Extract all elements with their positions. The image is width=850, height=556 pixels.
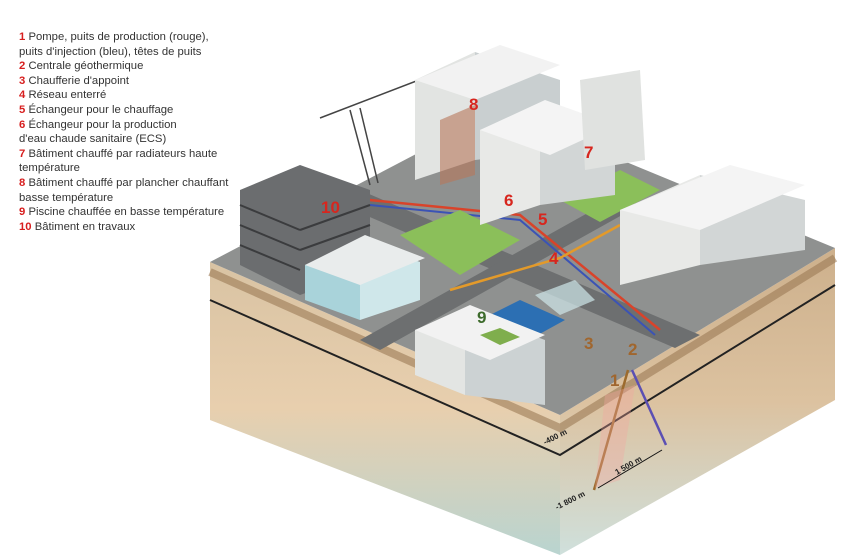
legend-num: 2 bbox=[19, 60, 26, 73]
distance-arrow bbox=[597, 449, 663, 489]
legend-text: Réseau enterré bbox=[28, 89, 107, 102]
legend: 1 Pompe, puits de production (rouge), pu… bbox=[19, 30, 228, 234]
well-zone bbox=[595, 385, 635, 488]
label-2: 2 bbox=[628, 340, 637, 359]
building-right bbox=[620, 165, 805, 285]
label-8: 8 bbox=[469, 95, 478, 114]
legend-item-10: 10 Bâtiment en travaux bbox=[19, 220, 228, 235]
legend-num: 6 bbox=[19, 118, 26, 131]
soil-layer bbox=[208, 254, 838, 433]
park bbox=[400, 210, 520, 275]
legend-text: Centrale géothermique bbox=[28, 60, 144, 73]
swimming-pool bbox=[480, 280, 595, 342]
legend-text: Pompe, puits de production (rouge), bbox=[28, 31, 209, 43]
legend-text: Échangeur pour le chauffage bbox=[28, 103, 174, 116]
label-6: 6 bbox=[504, 191, 513, 210]
rock-layer-line bbox=[209, 284, 836, 457]
label-3: 3 bbox=[584, 334, 593, 353]
legend-item-8-cont: basse température bbox=[19, 191, 114, 204]
glass-building bbox=[305, 235, 425, 320]
legend-item-7: 7 Bâtiment chauffé par radiateurs haute bbox=[19, 147, 228, 162]
legend-text: Bâtiment en travaux bbox=[34, 220, 136, 233]
production-well bbox=[592, 369, 630, 491]
legend-item-1: 1 Pompe, puits de production (rouge), bbox=[19, 30, 228, 45]
injection-well bbox=[630, 369, 668, 446]
legend-item-2: 2 Centrale géothermique bbox=[19, 59, 228, 74]
label-9: 9 bbox=[477, 308, 486, 327]
network-pipe-red bbox=[369, 198, 661, 331]
label-10: 10 bbox=[321, 198, 340, 217]
legend-item-8: 8 Bâtiment chauffé par plancher chauffan… bbox=[19, 176, 228, 191]
legend-text: Échangeur pour la production bbox=[28, 118, 177, 131]
legend-num: 3 bbox=[19, 74, 26, 87]
label-4: 4 bbox=[549, 249, 559, 268]
label-5: 5 bbox=[538, 210, 547, 229]
ground-right-face bbox=[560, 248, 835, 555]
network-pipe-orange bbox=[449, 223, 621, 292]
label-7: 7 bbox=[584, 143, 593, 162]
road-ns bbox=[360, 195, 640, 350]
legend-num: 7 bbox=[19, 147, 26, 160]
legend-item-6-cont: d'eau chaude sanitaire (ECS) bbox=[19, 133, 167, 146]
legend-num: 4 bbox=[19, 89, 26, 102]
legend-num: 1 bbox=[19, 31, 26, 43]
legend-num: 8 bbox=[19, 176, 26, 189]
legend-num: 10 bbox=[19, 220, 32, 233]
legend-item-1-cont: puits d'injection (bleu), têtes de puits bbox=[19, 45, 202, 58]
legend-item-3: 3 Chaufferie d'appoint bbox=[19, 74, 228, 89]
ground-left-face bbox=[210, 262, 560, 555]
label-1: 1 bbox=[610, 371, 619, 390]
legend-num: 9 bbox=[19, 206, 26, 219]
legend-text: Bâtiment chauffé par radiateurs haute bbox=[28, 147, 218, 160]
legend-text: Piscine chauffée en basse température bbox=[28, 206, 225, 219]
building-green-roof bbox=[415, 305, 545, 405]
legend-item-4: 4 Réseau enterré bbox=[19, 88, 228, 103]
legend-item-9: 9 Piscine chauffée en basse température bbox=[19, 205, 228, 220]
legend-item-7-cont: température bbox=[19, 162, 80, 175]
legend-text: Chaufferie d'appoint bbox=[28, 74, 129, 87]
legend-item-6: 6 Échangeur pour la production bbox=[19, 118, 228, 133]
legend-text: Bâtiment chauffé par plancher chauffant bbox=[28, 176, 229, 189]
building-7 bbox=[480, 70, 645, 225]
green-lawn bbox=[560, 170, 660, 222]
legend-item-5: 5 Échangeur pour le chauffage bbox=[19, 103, 228, 118]
network-pipe-blue bbox=[369, 204, 656, 336]
legend-num: 5 bbox=[19, 103, 26, 116]
